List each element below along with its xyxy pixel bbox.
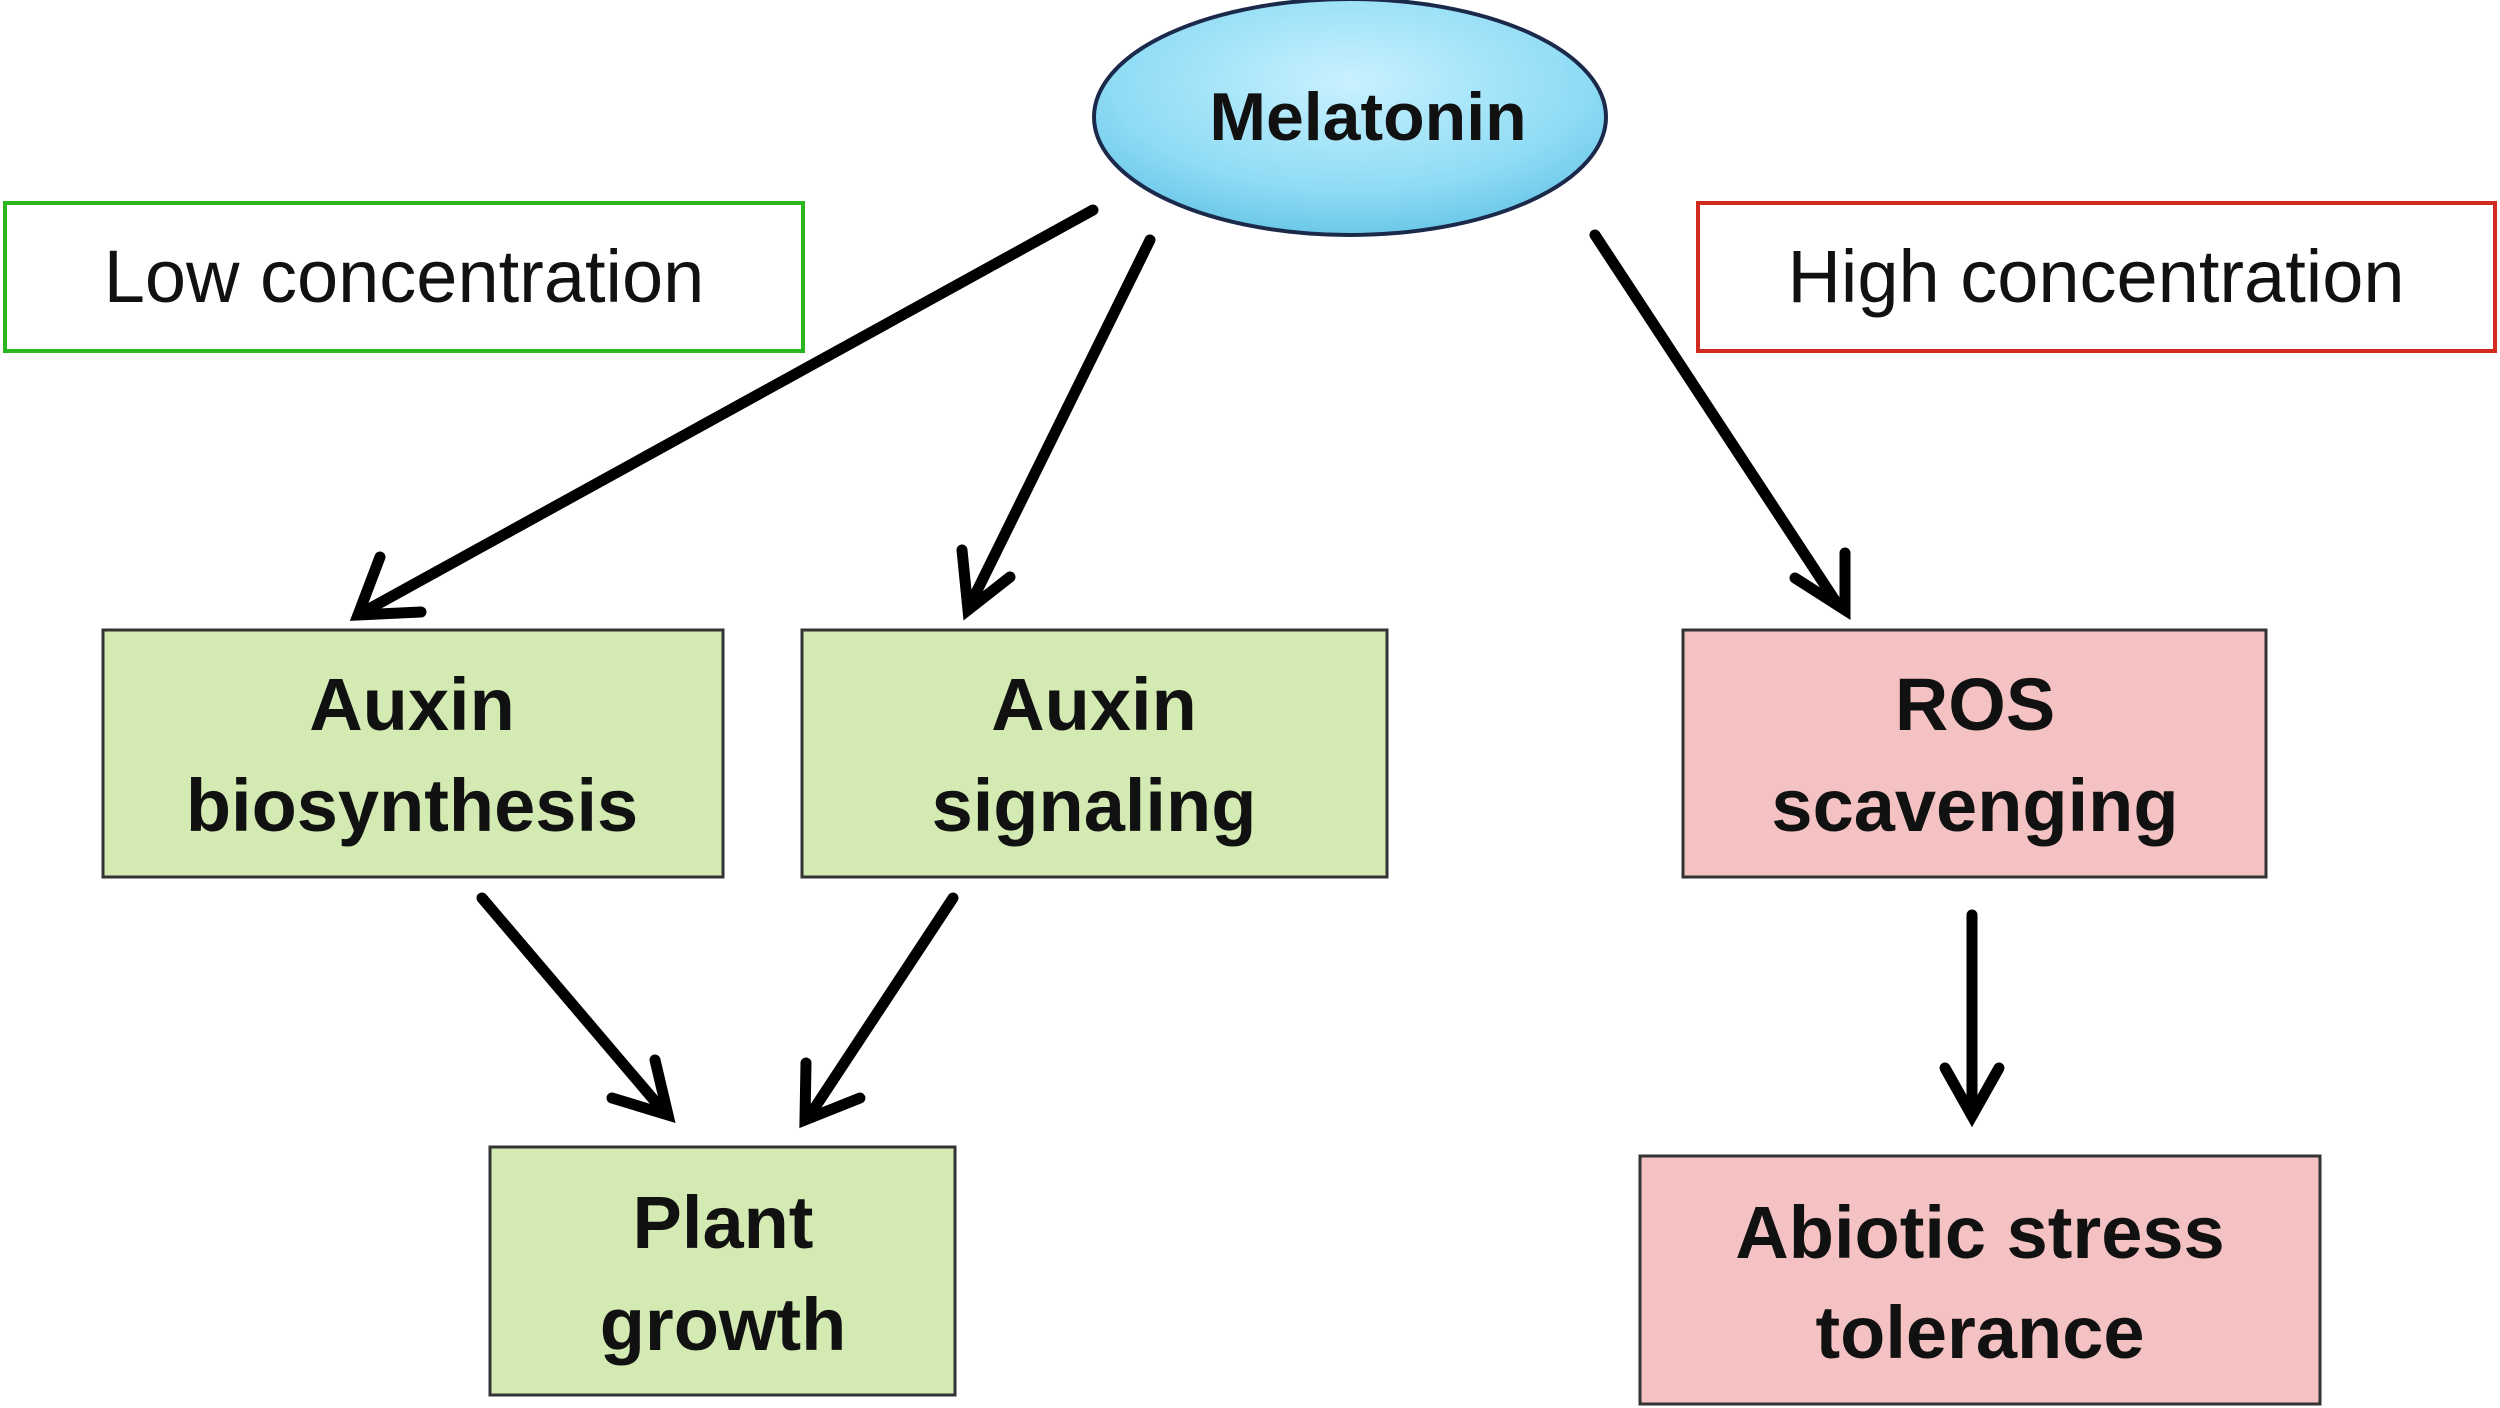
- abiotic-stress-tolerance-label-line1: Abiotic stress: [1735, 1191, 2224, 1274]
- abiotic-stress-tolerance-label-line2: tolerance: [1815, 1291, 2144, 1374]
- arrow-melatonin-to-ros-scavenging: [1589, 229, 1851, 621]
- ros-scavenging-box: [1681, 628, 2268, 879]
- plant-growth-box: [488, 1145, 957, 1397]
- node-auxin-biosynthesis: Auxin biosynthesis: [101, 628, 725, 879]
- node-low-concentration: Low concentration: [3, 201, 805, 353]
- ros-scavenging-label-line1: ROS: [1895, 663, 2055, 746]
- node-ros-scavenging: ROS scavenging: [1681, 628, 2268, 879]
- abiotic-stress-tolerance-box: [1638, 1154, 2322, 1406]
- arrow-melatonin-to-auxin-signaling: [956, 234, 1156, 621]
- ros-scavenging-label-line2: scavenging: [1771, 764, 2178, 847]
- auxin-signaling-box: [800, 628, 1389, 879]
- node-melatonin: Melatonin: [1092, 0, 1608, 237]
- plant-growth-label-line2: growth: [600, 1283, 847, 1366]
- melatonin-ellipse: [1092, 0, 1608, 237]
- node-auxin-signaling: Auxin signaling: [800, 628, 1389, 879]
- plant-growth-label-line1: Plant: [633, 1181, 814, 1264]
- node-abiotic-stress-tolerance: Abiotic stress tolerance: [1638, 1154, 2322, 1406]
- arrows: [349, 204, 2005, 1129]
- auxin-biosynthesis-label-line1: Auxin: [309, 663, 515, 746]
- node-high-concentration: High concentration: [1696, 201, 2497, 353]
- node-plant-growth: Plant growth: [488, 1145, 957, 1397]
- auxin-biosynthesis-label-line2: biosynthesis: [186, 764, 638, 847]
- arrow-auxin-signaling-to-plant-growth: [799, 892, 959, 1129]
- arrow-ros-scavenging-to-abiotic-stress-tolerance: [1939, 909, 2005, 1128]
- arrow-melatonin-to-auxin-biosynthesis: [349, 204, 1099, 621]
- auxin-signaling-label-line2: signaling: [932, 764, 1257, 847]
- high-concentration-box: [1696, 201, 2497, 353]
- high-concentration-label: High concentration: [1787, 235, 2404, 318]
- melatonin-label: Melatonin: [1209, 79, 1526, 155]
- low-concentration-label: Low concentration: [104, 235, 705, 318]
- arrow-auxin-biosynthesis-to-plant-growth: [476, 892, 676, 1124]
- low-concentration-box: [3, 201, 805, 353]
- auxin-biosynthesis-box: [101, 628, 725, 879]
- auxin-signaling-label-line1: Auxin: [991, 663, 1197, 746]
